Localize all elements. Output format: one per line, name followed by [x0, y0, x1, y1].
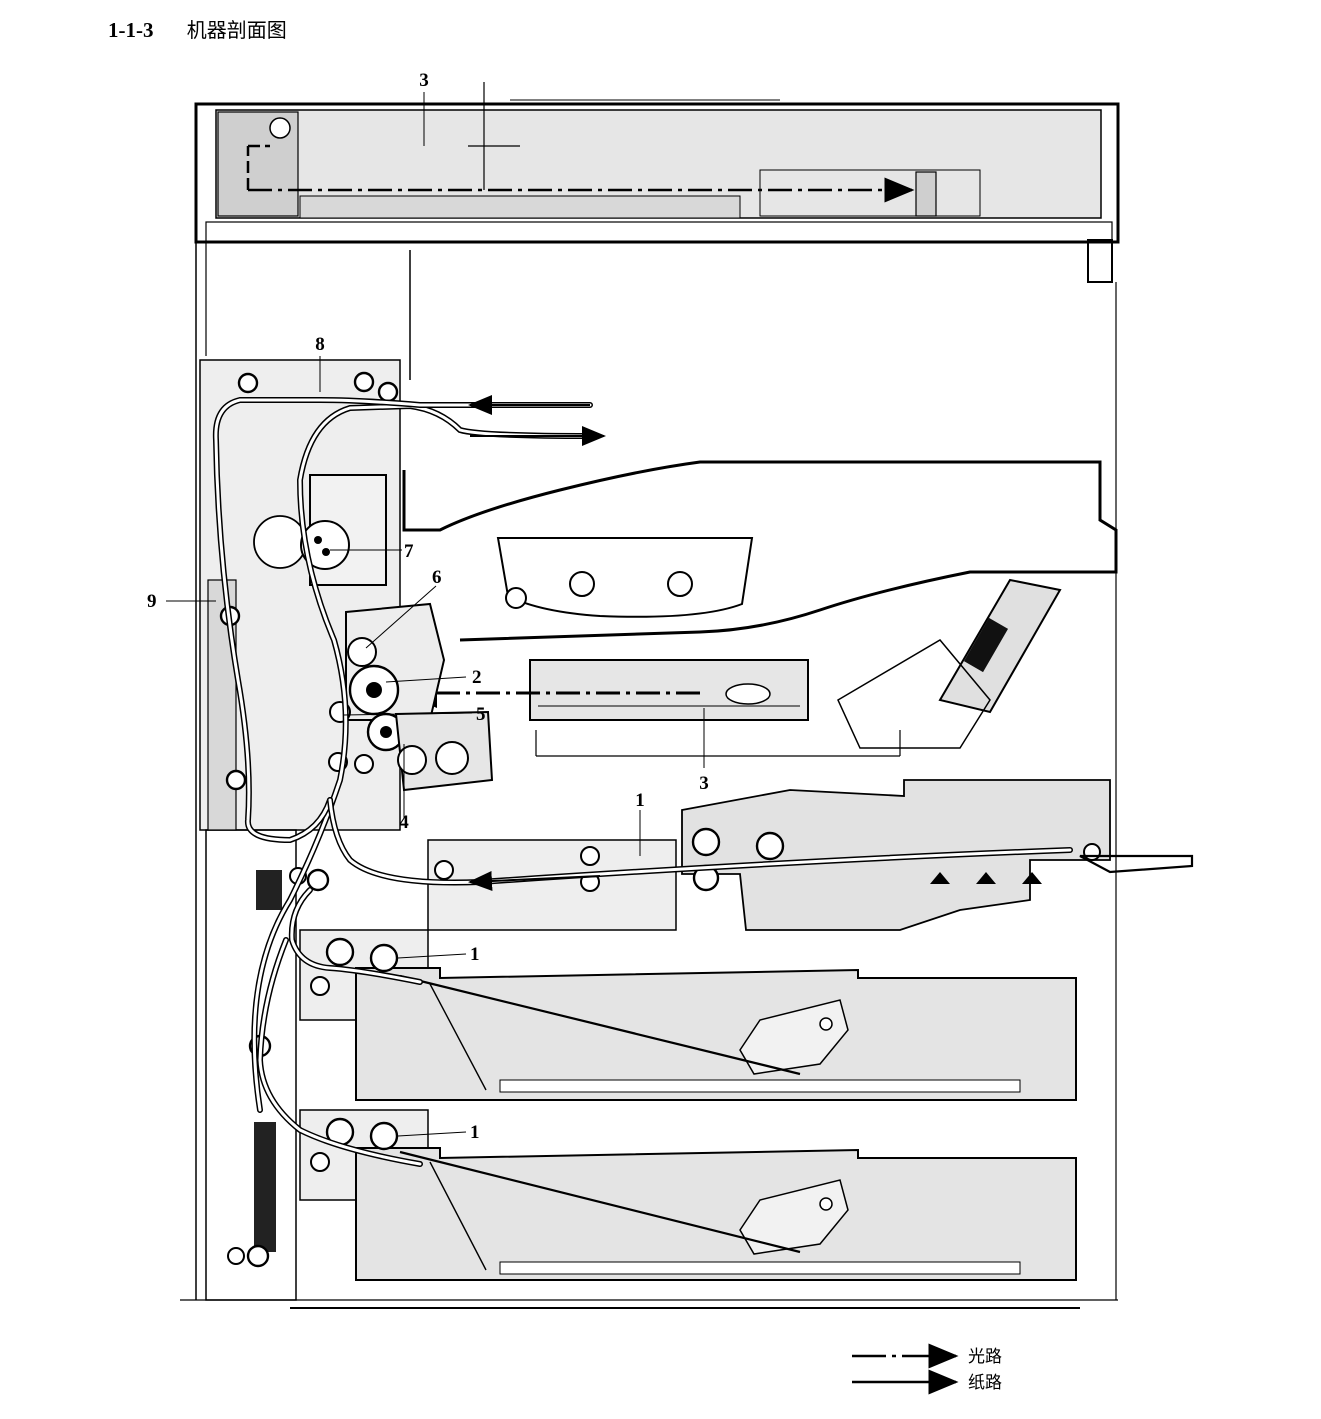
paper-cassette-2: [299, 1109, 1077, 1281]
section-heading: 1-1-3 机器剖面图: [108, 14, 287, 43]
callout-labels: 3 8 7 6 9 2 5 3 4 1 1 1: [147, 70, 709, 1143]
callout-developer: 4: [399, 812, 409, 833]
legend: 光路 纸路: [852, 1343, 1002, 1395]
legend-paper-path-label: 纸路: [968, 1373, 1002, 1393]
callout-scanner: 3: [419, 70, 429, 91]
leader-lines: [166, 92, 705, 1137]
callout-bypass-feed: 1: [635, 790, 645, 811]
callout-cassette1-feed: 1: [470, 944, 480, 965]
callout-cassette2-feed: 1: [470, 1122, 480, 1143]
drum-unit: [328, 602, 494, 792]
callout-charger: 6: [432, 567, 442, 588]
section-number: 1-1-3: [108, 18, 154, 42]
callout-drum: 2: [472, 667, 482, 688]
scanner-light-path: [246, 144, 915, 203]
scanner-unit: [194, 82, 1120, 283]
laser-scanner-unit: [529, 659, 901, 757]
callout-fuser: 7: [404, 541, 414, 562]
paper-path-arrows: [468, 395, 606, 891]
callout-transfer: 5: [476, 704, 486, 725]
output-tray: [402, 460, 1118, 642]
section-title: 机器剖面图: [186, 18, 287, 42]
callout-exit: 8: [315, 334, 325, 355]
callout-duplex: 9: [147, 591, 157, 612]
legend-light-path-label: 光路: [968, 1347, 1002, 1367]
bypass-tray: [427, 779, 1194, 931]
side-unit: [837, 578, 1062, 749]
fuser-unit: [253, 474, 387, 586]
callout-laser-scanner: 3: [699, 773, 709, 794]
paper-cassette-1: [299, 929, 1077, 1101]
